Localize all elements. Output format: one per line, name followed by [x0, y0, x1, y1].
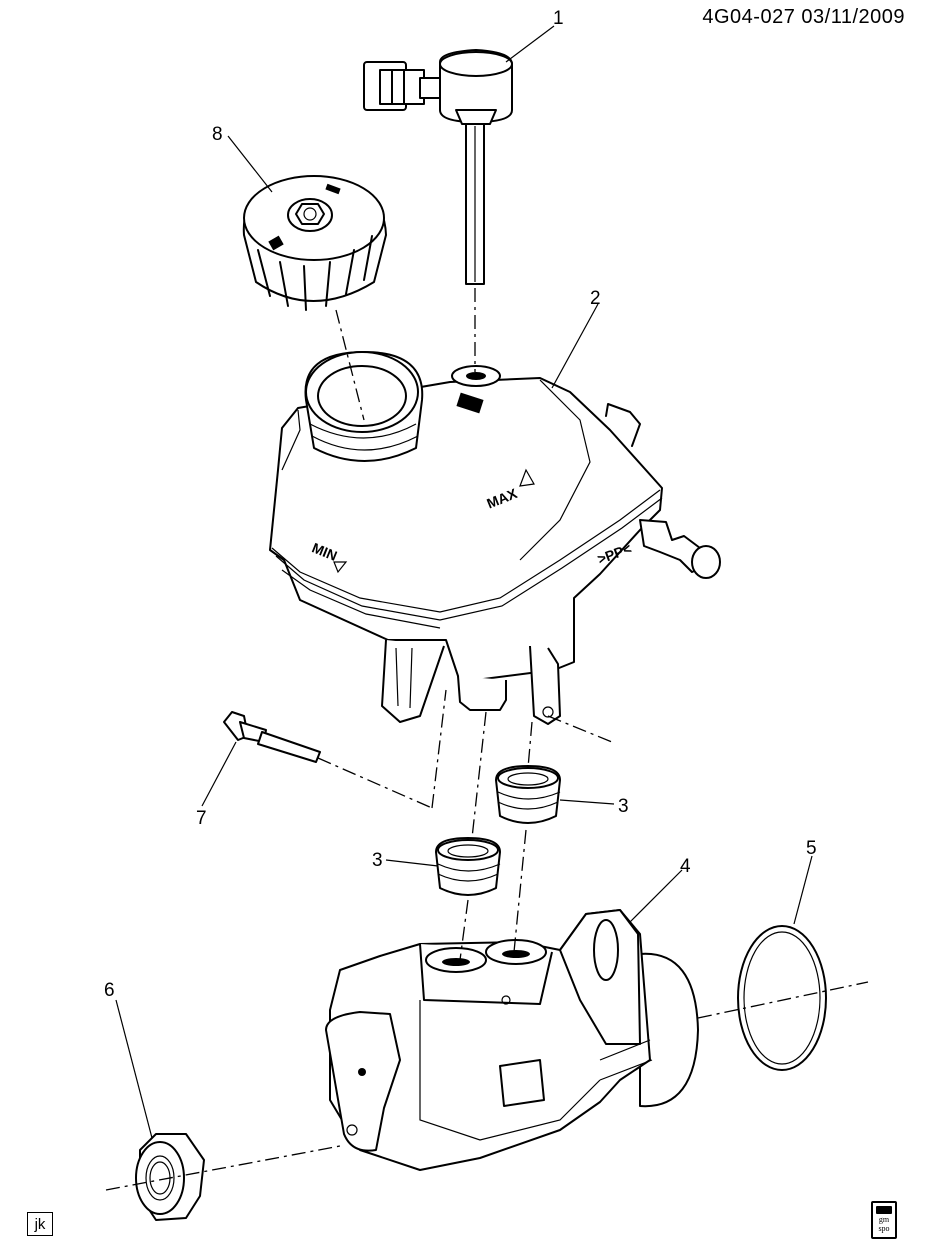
callout-3-lower: 3	[372, 850, 383, 871]
callout-1: 1	[553, 8, 564, 29]
part-4-master-cylinder	[325, 909, 699, 1171]
assembly-centerlines	[105, 288, 869, 1191]
min-arrow-icon	[333, 561, 348, 574]
diagram-code: 4G04-027 03/11/2009	[702, 6, 905, 28]
callout-7: 7	[196, 808, 207, 829]
leader-lines	[115, 25, 813, 1139]
part-8-reservoir-cap	[242, 175, 387, 311]
part-2-reservoir: MAX MIN >PP<	[269, 351, 721, 725]
callout-6: 6	[104, 980, 115, 1001]
callout-2: 2	[590, 288, 601, 309]
part-3-grommet-upper	[495, 765, 561, 824]
callout-3-upper: 3	[618, 796, 629, 817]
max-arrow-icon	[519, 468, 535, 487]
initials-box: jk	[27, 1212, 53, 1236]
callout-5: 5	[806, 838, 817, 859]
callout-8: 8	[212, 124, 223, 145]
part-5-o-ring	[737, 925, 827, 1071]
part-7-retaining-pin	[223, 711, 321, 763]
part-6-hex-nut	[135, 1133, 205, 1221]
callout-4: 4	[680, 856, 691, 877]
part-1-level-sensor	[363, 49, 513, 285]
part-3-grommet-lower	[435, 837, 501, 896]
